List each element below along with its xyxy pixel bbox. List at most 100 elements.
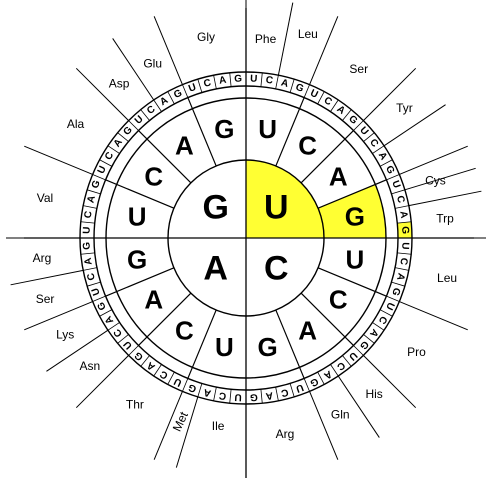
second-base-CG: G xyxy=(258,332,278,362)
third-base-letter: U xyxy=(383,300,396,311)
third-base-divider xyxy=(213,75,217,89)
third-base-divider xyxy=(128,345,139,356)
third-base-letter: C xyxy=(394,195,406,205)
second-base-UC: C xyxy=(298,131,317,161)
third-base-letter: C xyxy=(158,368,170,381)
second-base-divider xyxy=(105,267,175,297)
third-base-letter: A xyxy=(265,389,274,401)
second-base-CU: U xyxy=(345,245,364,275)
highlight-first-base xyxy=(246,160,324,238)
third-base-letter: A xyxy=(145,359,157,372)
third-base-letter: G xyxy=(172,88,184,101)
third-base-divider xyxy=(379,309,393,317)
third-base-letter: U xyxy=(250,74,258,85)
third-base-letter: G xyxy=(187,381,198,394)
third-base-letter: C xyxy=(367,137,380,149)
amino-acid-boundary xyxy=(112,38,155,101)
amino-acid-label-arg: Arg xyxy=(33,251,52,265)
third-base-divider xyxy=(197,79,203,93)
second-base-UU: U xyxy=(258,114,277,144)
third-base-divider xyxy=(87,281,101,287)
amino-acid-label-gly: Gly xyxy=(197,30,215,44)
third-base-letter: C xyxy=(83,210,95,219)
third-base-divider xyxy=(107,322,120,331)
second-base-divider xyxy=(138,292,192,346)
second-base-UG: G xyxy=(345,201,365,231)
third-base-divider xyxy=(213,387,217,401)
amino-acid-label-trp: Trp xyxy=(436,211,454,225)
second-base-divider xyxy=(138,130,192,184)
amino-acid-label-glu: Glu xyxy=(143,56,162,70)
third-base-letter: U xyxy=(234,391,242,402)
amino-acid-label-leu: Leu xyxy=(298,27,318,41)
third-base-letter: C xyxy=(103,150,116,162)
amino-acid-boundary xyxy=(337,375,380,438)
third-base-divider xyxy=(317,371,325,385)
third-base-letter: U xyxy=(399,242,410,250)
third-base-divider xyxy=(330,99,339,112)
third-base-divider xyxy=(353,345,364,356)
second-base-divider xyxy=(187,309,217,379)
amino-acid-boundary xyxy=(363,67,417,121)
amino-acid-boundary xyxy=(75,355,129,409)
third-base-letter: G xyxy=(294,82,305,95)
third-base-letter: G xyxy=(308,375,320,388)
highlight-second-base xyxy=(318,184,386,238)
amino-acid-label-his: His xyxy=(365,387,382,401)
third-base-letter: C xyxy=(86,272,98,282)
third-base-divider xyxy=(363,334,375,344)
third-base-divider xyxy=(229,389,232,404)
third-base-divider xyxy=(391,189,405,195)
third-base-letter: U xyxy=(187,82,198,95)
second-base-AC: C xyxy=(175,315,194,345)
third-base-divider xyxy=(167,371,175,385)
amino-acid-label-asp: Asp xyxy=(109,76,130,90)
amino-acid-label-gln: Gln xyxy=(331,407,350,421)
amino-acid-boundary xyxy=(46,329,109,372)
third-base-letter: C xyxy=(218,389,227,401)
third-base-letter: G xyxy=(389,286,402,297)
third-base-divider xyxy=(317,91,325,105)
third-base-divider xyxy=(117,132,129,142)
amino-acid-boundary xyxy=(153,16,183,85)
second-base-AG: G xyxy=(127,245,147,275)
third-base-letter: C xyxy=(376,314,389,326)
third-base-letter: U xyxy=(294,381,305,394)
third-base-divider xyxy=(342,109,352,121)
third-base-divider xyxy=(397,221,412,224)
third-base-letter: A xyxy=(83,257,95,266)
third-base-divider xyxy=(303,84,310,98)
amino-acid-label-ile: Ile xyxy=(212,419,225,433)
third-base-divider xyxy=(386,295,400,302)
third-base-divider xyxy=(275,75,279,89)
amino-acid-label-leu: Leu xyxy=(437,271,457,285)
third-base-letter: C xyxy=(265,75,274,87)
third-base-letter: U xyxy=(308,88,319,101)
third-base-divider xyxy=(140,109,150,121)
third-base-letter: G xyxy=(249,391,258,402)
second-base-AU: U xyxy=(215,332,234,362)
third-base-divider xyxy=(107,145,120,154)
first-base-A: A xyxy=(203,249,228,287)
third-base-divider xyxy=(353,120,364,131)
third-base-letter: A xyxy=(86,195,98,205)
third-base-letter: A xyxy=(218,75,227,87)
third-base-divider xyxy=(153,364,162,377)
third-base-letter: A xyxy=(394,272,406,282)
third-base-letter: C xyxy=(280,386,290,398)
third-base-divider xyxy=(330,364,339,377)
third-base-letter: G xyxy=(90,179,103,190)
amino-acid-boundary xyxy=(24,145,93,175)
third-base-letter: C xyxy=(145,104,157,117)
third-base-divider xyxy=(140,355,150,367)
third-base-letter: A xyxy=(203,386,213,398)
third-base-divider xyxy=(99,309,113,317)
first-base-G: G xyxy=(202,189,228,227)
amino-acid-boundary xyxy=(309,16,339,85)
third-base-letter: C xyxy=(397,257,409,266)
third-base-letter: C xyxy=(203,78,213,90)
amino-acid-label-arg: Arg xyxy=(276,427,295,441)
third-base-letter: A xyxy=(367,327,380,339)
second-base-divider xyxy=(300,292,354,346)
third-base-divider xyxy=(92,295,106,302)
